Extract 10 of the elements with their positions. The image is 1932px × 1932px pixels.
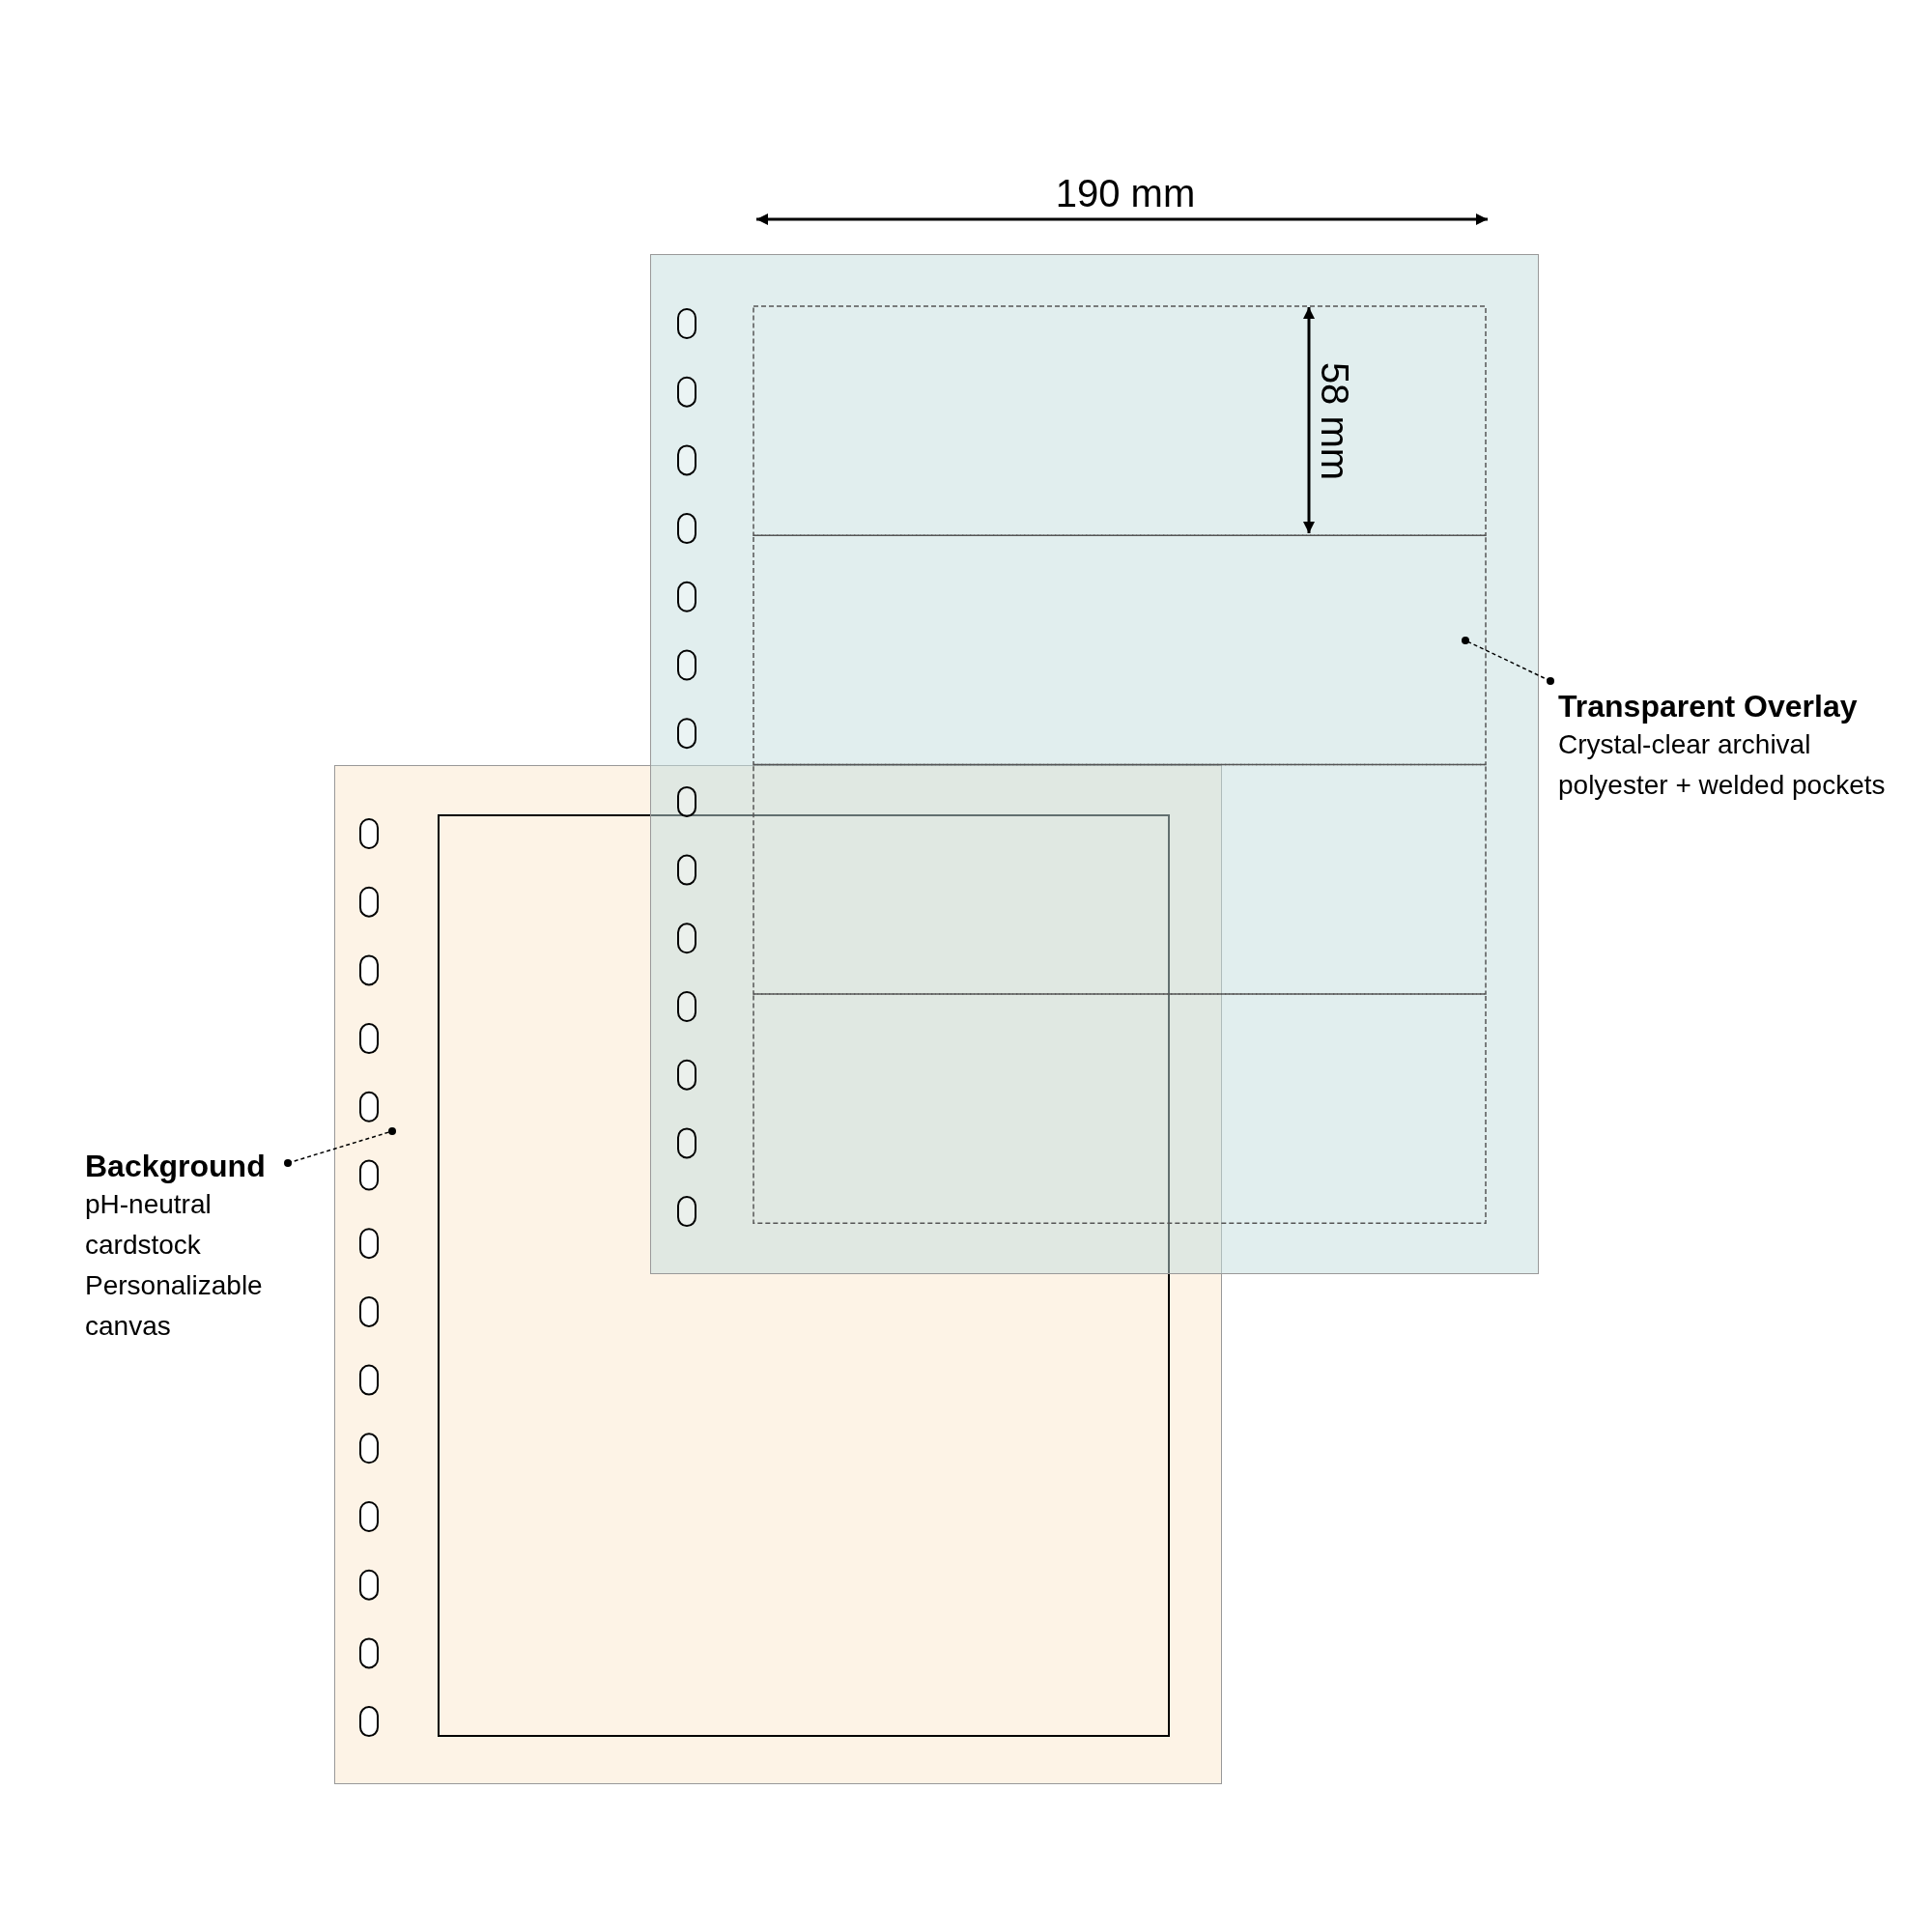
- transparent-sheet: [650, 254, 1539, 1274]
- dimension-label: 58 mm: [1313, 361, 1357, 481]
- callout-text: Crystal-clear archival polyester + welded pockets: [1558, 728, 1887, 802]
- leader-line: [284, 1127, 396, 1167]
- dimension-label: 190 mm: [1055, 171, 1196, 215]
- callout-text: pH-neutral cardstock Personalizable canvas: [85, 1188, 264, 1343]
- backing-sheet: [334, 765, 1222, 1784]
- leader-line: [1462, 637, 1554, 685]
- callout-title: Background: [85, 1148, 267, 1184]
- callout-title: Transparent Overlay: [1558, 688, 1859, 724]
